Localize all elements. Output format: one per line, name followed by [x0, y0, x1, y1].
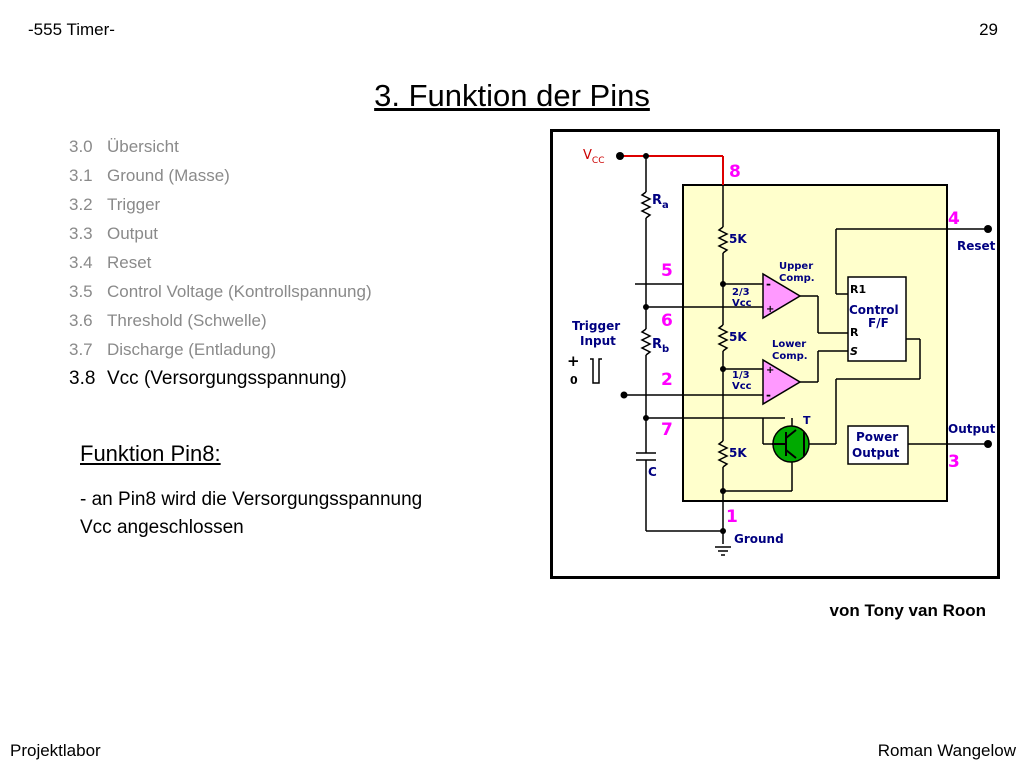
- trigger-plus-label: +: [567, 352, 580, 370]
- control-flip-flop: [847, 276, 907, 362]
- ref-upper-label-1: 2/3: [732, 287, 750, 298]
- trigger-zero-label: 0: [570, 374, 578, 387]
- ff-control-label: Control: [849, 303, 899, 317]
- toc-item: 3.1 Ground (Masse): [69, 164, 372, 193]
- pin-1-label: 1: [726, 507, 738, 527]
- toc-item-number: 3.7: [69, 340, 93, 359]
- toc-item-number: 3.4: [69, 253, 93, 272]
- toc-item-label: Vcc (Versorgungsspannung): [107, 368, 347, 389]
- toc-item-active: 3.8 Vcc (Versorgungsspannung): [69, 367, 372, 396]
- lower-comp-minus: -: [766, 388, 771, 402]
- rb-label: Rb: [652, 337, 669, 355]
- ff-s-label: S: [850, 345, 858, 358]
- upper-comp-plus: +: [766, 304, 774, 315]
- circuit-wiring: [590, 156, 988, 556]
- toc-item-label: Output: [107, 224, 159, 243]
- transistor-symbol: [772, 429, 805, 459]
- toc-item-label: Discharge (Entladung): [107, 340, 277, 359]
- toc-item: 3.4 Reset: [69, 251, 372, 280]
- footer-right: Roman Wangelow: [877, 741, 1016, 760]
- resistor-5k-label-bottom: 5K: [729, 446, 747, 460]
- toc-item: 3.2 Trigger: [69, 193, 372, 222]
- resistor-5k-label-middle: 5K: [729, 330, 747, 344]
- toc-item: 3.7 Discharge (Entladung): [69, 338, 372, 367]
- output-label: Output: [948, 422, 996, 436]
- timer-555-circuit-diagram: VCC Ra Rb C 5K 5K 5K 8 4 5 6 2 7 3 1 Res…: [550, 129, 1000, 579]
- pin-2-label: 2: [661, 370, 673, 390]
- pin-numbers: 8 4 5 6 2 7 3 1: [661, 162, 960, 527]
- toc-item-label: Übersicht: [107, 137, 179, 156]
- toc-item-label: Reset: [107, 253, 152, 272]
- table-of-contents: 3.0 Übersicht 3.1 Ground (Masse) 3.2 Trigge…: [69, 135, 372, 396]
- reset-label: Reset: [957, 239, 996, 253]
- toc-item-number: 3.6: [69, 311, 93, 330]
- toc-item: 3.6 Threshold (Schwelle): [69, 309, 372, 338]
- ground-label: Ground: [734, 532, 784, 546]
- pin-5-label: 5: [661, 261, 673, 281]
- footer-left: Projektlabor: [10, 741, 101, 760]
- page-number: 29: [979, 20, 998, 39]
- ff-r1-label: R1: [850, 283, 866, 296]
- lower-comp-plus: +: [766, 365, 774, 376]
- toc-item-number: 3.2: [69, 195, 93, 214]
- ff-ff-label: F/F: [868, 316, 889, 330]
- trigger-input-label-2: Input: [580, 334, 616, 348]
- ref-upper-label-2: Vcc: [732, 298, 752, 309]
- toc-item-label: Trigger: [107, 195, 161, 214]
- capacitor-label: C: [648, 465, 657, 479]
- toc-item-number: 3.1: [69, 166, 93, 185]
- pin-3-label: 3: [948, 452, 960, 472]
- upper-comparator: [762, 272, 802, 320]
- diagram-caption: von Tony van Roon: [829, 601, 986, 620]
- upper-comp-label-2: Comp.: [779, 273, 815, 284]
- toc-item-label: Threshold (Schwelle): [107, 311, 267, 330]
- toc-item-label: Ground (Masse): [107, 166, 230, 185]
- toc-item-number: 3.0: [69, 137, 93, 156]
- upper-comp-minus: -: [766, 277, 771, 291]
- pin-4-label: 4: [948, 209, 960, 229]
- pin-8-label: 8: [729, 162, 741, 182]
- section-heading: Funktion Pin8:: [80, 441, 221, 466]
- toc-item-number: 3.3: [69, 224, 93, 243]
- pin-6-label: 6: [661, 311, 673, 331]
- vcc-label: VCC: [583, 148, 604, 166]
- toc-item: 3.3 Output: [69, 222, 372, 251]
- terminal-dots: [616, 152, 992, 534]
- lower-comparator: [762, 358, 802, 406]
- ref-lower-label-2: Vcc: [732, 381, 752, 392]
- vcc-wire: [620, 155, 724, 185]
- power-output-label-2: Output: [852, 446, 900, 460]
- upper-comp-label-1: Upper: [779, 261, 813, 272]
- ff-r-label: R: [850, 326, 859, 339]
- section-body: - an Pin8 wird die Versorgungsspannung V…: [80, 486, 422, 542]
- transistor-label: T: [803, 414, 811, 427]
- toc-item-number: 3.8: [69, 368, 96, 389]
- toc-item: 3.0 Übersicht: [69, 135, 372, 164]
- toc-item-label: Control Voltage (Kontrollspannung): [107, 282, 372, 301]
- toc-item: 3.5 Control Voltage (Kontrollspannung): [69, 280, 372, 309]
- resistor-5k-label-top: 5K: [729, 232, 747, 246]
- slide-title: 3. Funktion der Pins: [374, 78, 650, 113]
- header-title: -555 Timer-: [28, 20, 115, 39]
- toc-item-number: 3.5: [69, 282, 93, 301]
- lower-comp-label-1: Lower: [772, 339, 806, 350]
- trigger-input-label-1: Trigger: [572, 319, 620, 333]
- power-output-label-1: Power: [856, 430, 898, 444]
- body-line-1: - an Pin8 wird die Versorgungsspannung: [80, 489, 423, 510]
- power-output-block: [847, 425, 909, 465]
- pin-7-label: 7: [661, 420, 673, 440]
- body-line-2: Vcc angeschlossen: [80, 517, 244, 538]
- ra-label: Ra: [652, 193, 669, 211]
- ref-lower-label-1: 1/3: [732, 370, 750, 381]
- lower-comp-label-2: Comp.: [772, 351, 808, 362]
